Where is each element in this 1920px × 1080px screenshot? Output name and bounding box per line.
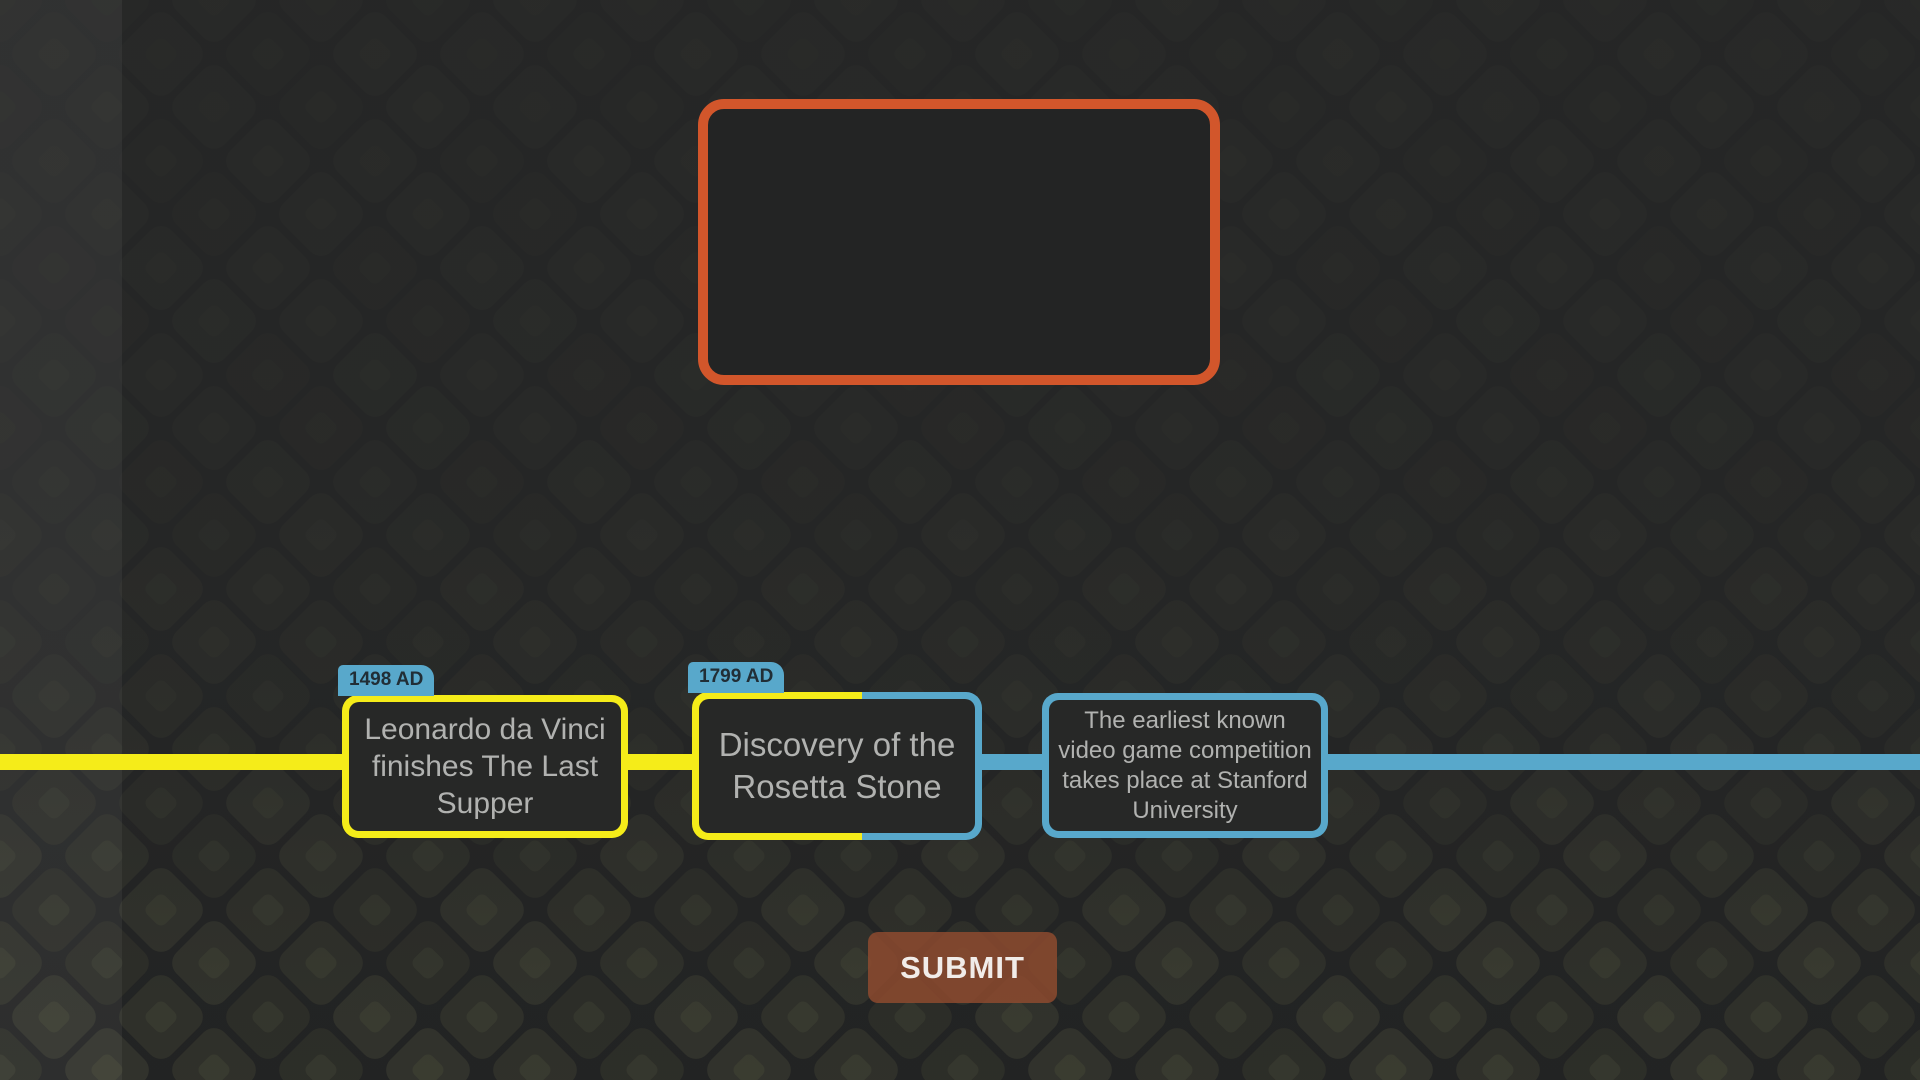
event-text: The earliest known video game competitio… [1058,706,1312,824]
timeline-card-video-game-competition[interactable]: The earliest known video game competitio… [1042,693,1328,838]
submit-button[interactable]: SUBMIT [868,932,1057,1003]
date-badge: 1799 AD [688,662,785,693]
date-badge: 1498 AD [338,665,435,696]
event-text: Discovery of the Rosetta Stone [718,726,956,805]
card-drop-zone[interactable] [698,99,1220,385]
timeline-card-rosetta-stone[interactable]: 1799 AD Discovery of the Rosetta Stone [688,662,982,840]
event-text: Leonardo da Vinci finishes The Last Supp… [364,713,606,820]
timeline-future-segment [862,754,1920,770]
left-edge-strip [0,0,122,1080]
timeline-card-last-supper[interactable]: 1498 AD Leonardo da Vinci finishes The L… [338,665,628,838]
